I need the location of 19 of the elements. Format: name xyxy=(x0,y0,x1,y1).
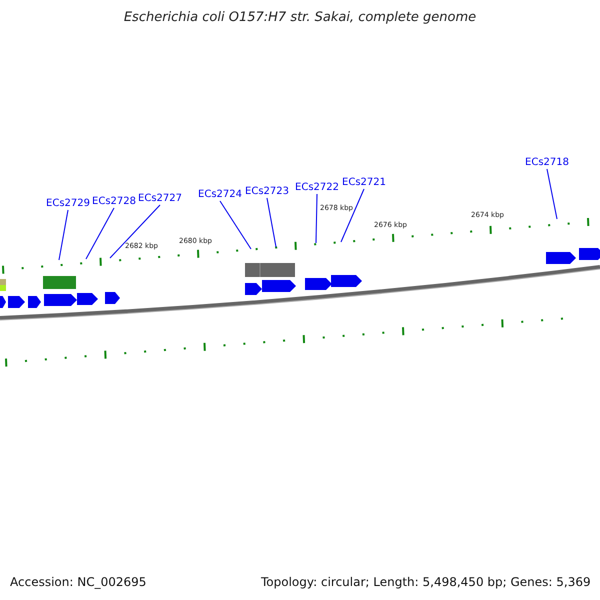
leader-line xyxy=(86,208,114,260)
diagram-title: Escherichia coli O157:H7 str. Sakai, complete genome xyxy=(122,10,478,25)
leader-line xyxy=(546,168,558,220)
gene-label: ECs2721 xyxy=(342,177,386,189)
leader-line xyxy=(58,210,68,260)
gene-label: ECs2723 xyxy=(245,186,289,198)
info-text: Topology: circular; Length: 5,498,450 bp; Genes: 5,369 xyxy=(261,575,591,589)
leader-line xyxy=(316,194,318,244)
gene-label: ECs2724 xyxy=(198,189,242,201)
gene-label: ECs2728 xyxy=(92,196,136,208)
leader-line xyxy=(266,198,276,248)
gene-label: ECs2722 xyxy=(295,182,339,194)
leader-line xyxy=(340,188,364,242)
info-text: Accession: NC_002695 xyxy=(10,575,146,589)
leader-line xyxy=(220,200,252,250)
gene-label: ECs2718 xyxy=(525,157,569,169)
leader-line xyxy=(110,204,160,258)
gene-label: ECs2729 xyxy=(46,198,90,210)
gene-label: ECs2727 xyxy=(138,193,182,205)
